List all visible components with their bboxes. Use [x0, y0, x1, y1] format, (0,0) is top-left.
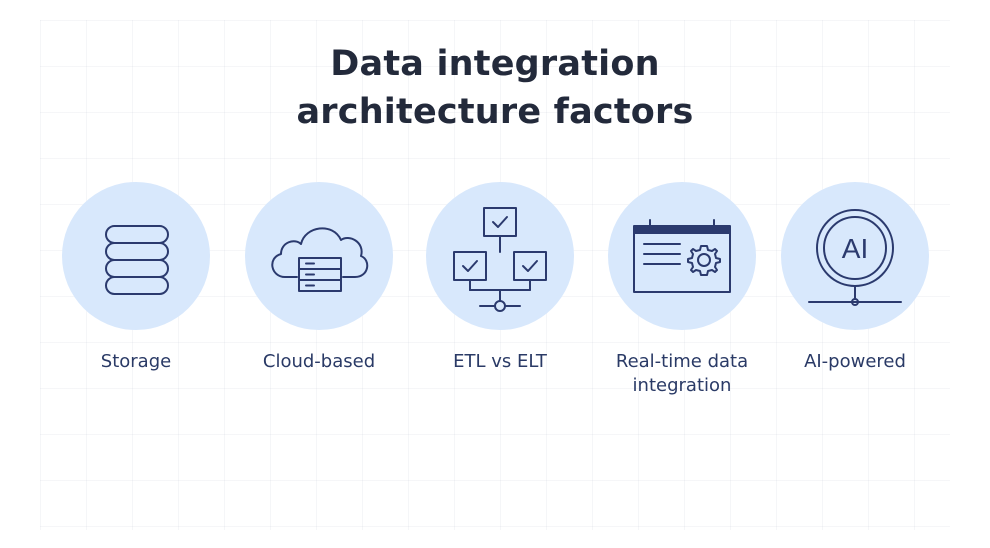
- factor-label: Storage: [100, 351, 172, 372]
- factor-circle: [426, 182, 574, 330]
- factor-storage: Storage: [41, 182, 231, 374]
- factor-circle: [245, 182, 393, 330]
- factor-circle: [608, 182, 756, 330]
- factor-label-line-1: Real-time data: [615, 351, 749, 372]
- title-line-2: architecture factors: [296, 92, 694, 132]
- factor-circle: AI: [781, 182, 929, 330]
- database-icon: [105, 225, 169, 295]
- factor-cloud-based: Cloud-based: [224, 182, 414, 374]
- factor-etl-vs-elt: ETL vs ELT: [405, 182, 595, 374]
- factor-label: Cloud-based: [262, 351, 376, 372]
- factor-label: AI-powered: [804, 351, 906, 372]
- factor-label: Real-time data integration: [587, 350, 777, 398]
- factor-real-time-data-integration: Real-time data integration: [587, 182, 777, 398]
- factor-label: ETL vs ELT: [453, 351, 547, 372]
- factor-label-line-2: integration: [632, 375, 732, 396]
- factor-ai-powered: AI AI-powered: [760, 182, 950, 374]
- ai-chip-icon: AI: [808, 209, 902, 306]
- calendar-gear-icon: [633, 219, 731, 293]
- cloud-server-icon: [271, 227, 369, 292]
- ai-icon-text: AI: [842, 233, 868, 264]
- title-line-1: Data integration: [330, 44, 660, 84]
- page-title: Data integration architecture factors: [0, 40, 990, 136]
- factor-circle: [62, 182, 210, 330]
- network-checklist-icon: [453, 207, 547, 312]
